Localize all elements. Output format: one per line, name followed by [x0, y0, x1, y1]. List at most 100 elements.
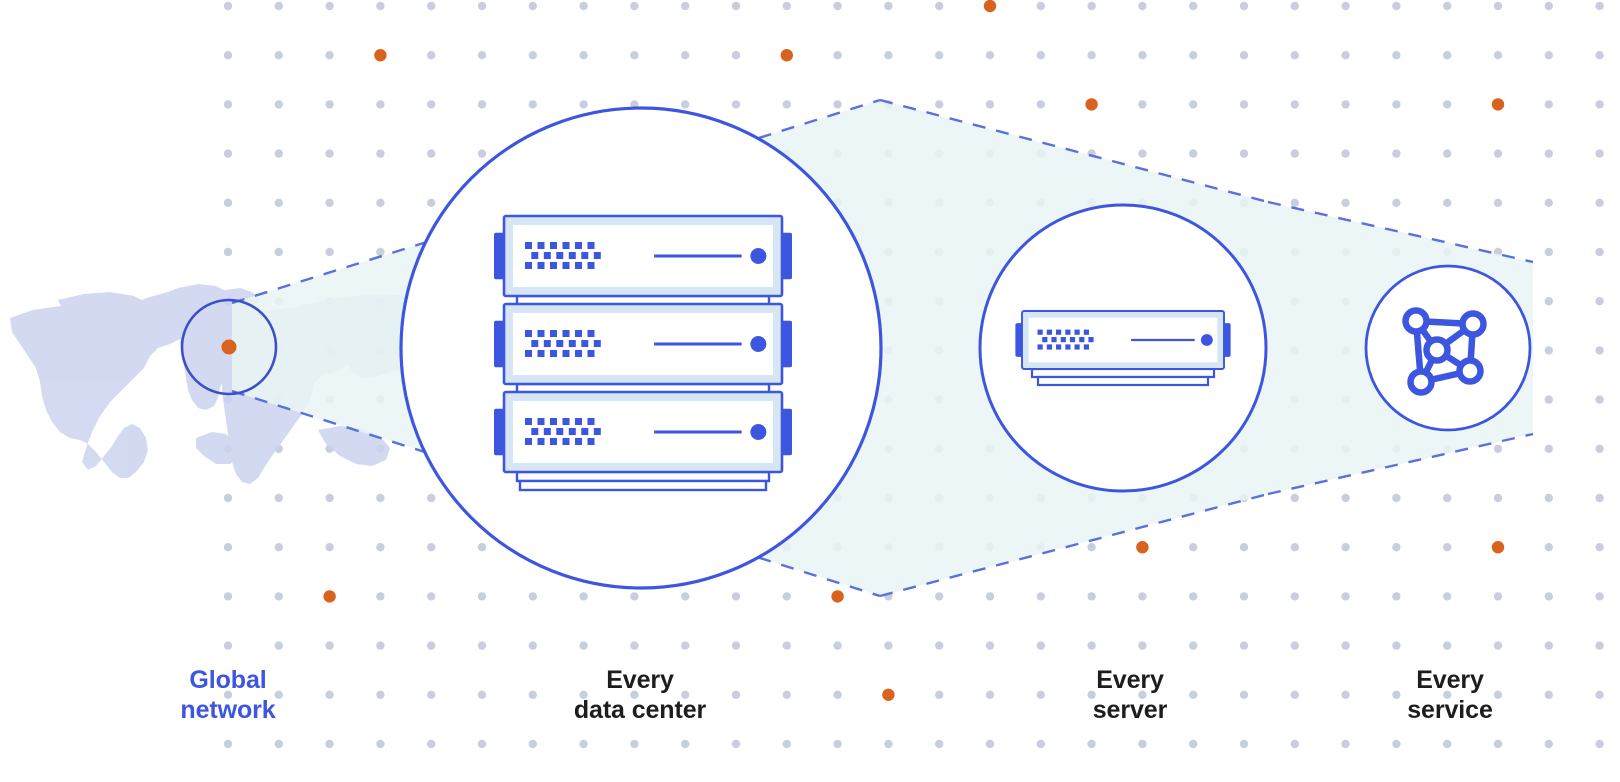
rack-unit-1-vent-square	[562, 262, 570, 269]
single-server-status-led-icon	[1200, 334, 1213, 346]
service-graph-node-top-right	[1459, 310, 1487, 338]
grid-dot	[681, 641, 690, 650]
grid-dot	[223, 641, 233, 650]
grid-dot	[1290, 149, 1300, 158]
single-server-vent-square	[1069, 337, 1076, 343]
grid-dot	[376, 690, 385, 699]
grid-dot	[1239, 739, 1249, 749]
grid-dot	[427, 1, 436, 11]
grid-dot	[681, 739, 690, 749]
rack-unit-1-vent-square	[525, 262, 532, 269]
grid-dot	[1392, 198, 1401, 207]
grid-dot	[1595, 739, 1604, 749]
grid-dot	[884, 51, 893, 60]
rack-unit-1-vent-square	[587, 242, 595, 249]
grid-dot	[985, 592, 995, 601]
single-server-vent-square	[1056, 329, 1062, 335]
rack-unit-3-vent-square	[581, 428, 589, 435]
grid-dot	[376, 100, 385, 109]
grid-dot	[1341, 493, 1350, 503]
grid-dot	[1087, 1, 1096, 11]
rack-unit-3-vent-square	[550, 418, 557, 425]
grid-dot	[1239, 51, 1249, 60]
grid-dot	[1544, 346, 1554, 355]
grid-dot	[427, 641, 436, 650]
grid-dot	[274, 493, 283, 503]
grid-dot	[1443, 51, 1452, 60]
grid-dot	[1443, 493, 1452, 503]
grid-dot	[1544, 1, 1554, 11]
grid-dot	[731, 1, 741, 11]
single-server-vent-square	[1065, 344, 1071, 350]
grid-dot	[274, 100, 283, 109]
grid-dot	[1138, 149, 1147, 158]
grid-dot-accent	[780, 49, 793, 62]
rack-unit-2-vent-square	[587, 330, 595, 337]
grid-dot	[1595, 247, 1604, 257]
grid-dot	[1290, 739, 1300, 749]
single-server-plinth	[1030, 367, 1216, 379]
grid-dot	[1392, 739, 1401, 749]
rack-unit-3-vent-square	[525, 438, 532, 445]
grid-dot	[731, 592, 741, 601]
grid-dot	[1544, 149, 1554, 158]
grid-dot	[1595, 149, 1604, 158]
service-graph-node-bottom-left	[1407, 368, 1435, 396]
rack-unit-2-vent-square	[593, 340, 601, 347]
rack-unit-1-vent-square	[568, 252, 576, 259]
grid-dot	[579, 100, 588, 109]
grid-dot	[731, 641, 741, 650]
rack-unit-1-vent-square	[525, 242, 532, 249]
grid-dot	[782, 592, 791, 601]
grid-dot	[274, 247, 283, 257]
grid-dot	[376, 641, 385, 650]
grid-dot	[376, 543, 385, 552]
grid-dot	[1036, 51, 1046, 60]
grid-dot	[1595, 198, 1604, 207]
grid-dot	[1544, 493, 1554, 503]
grid-dot	[1493, 690, 1503, 699]
rack-unit-3-vent-square	[525, 418, 532, 425]
grid-dot	[681, 100, 690, 109]
grid-dot	[1392, 690, 1401, 699]
grid-dot	[1290, 641, 1300, 650]
rack-unit-3-status-led-icon	[750, 424, 767, 440]
grid-dot	[833, 1, 842, 11]
rack-unit-2-vent-square	[562, 350, 570, 357]
single-server-vent-square	[1060, 337, 1066, 343]
rack-unit-1-vent-square	[575, 242, 582, 249]
rack-unit-3-vent-square	[587, 438, 595, 445]
rack-unit-2-vent-square	[550, 350, 557, 357]
grid-dot	[731, 739, 741, 749]
grid-dot	[1595, 346, 1604, 355]
grid-dot	[1443, 1, 1452, 11]
single-server-base	[1036, 375, 1210, 387]
grid-dot	[1595, 641, 1604, 650]
grid-dot	[1595, 100, 1604, 109]
grid-dot	[579, 641, 588, 650]
rack-unit-1-vent-square	[537, 242, 545, 249]
grid-dot	[427, 198, 436, 207]
grid-dot	[833, 100, 842, 109]
grid-dot	[833, 51, 842, 60]
grid-dot	[1493, 739, 1503, 749]
grid-dot	[681, 690, 690, 699]
grid-dot	[1239, 641, 1249, 650]
grid-dot	[528, 1, 537, 11]
rack-unit-3-vent-square	[562, 418, 570, 425]
grid-dot	[223, 149, 233, 158]
grid-dot	[782, 100, 791, 109]
single-server-vent-square	[1056, 344, 1062, 350]
grid-dot	[1392, 149, 1401, 158]
single-server-vent-square	[1074, 329, 1080, 335]
grid-dot	[1290, 198, 1300, 207]
grid-dot	[223, 198, 233, 207]
grid-dot	[1087, 51, 1096, 60]
grid-dot	[731, 690, 741, 699]
grid-dot	[1392, 641, 1401, 650]
grid-dot	[1290, 493, 1300, 503]
grid-dot	[1341, 1, 1350, 11]
rack-unit-2-vent-square	[550, 330, 557, 337]
grid-dot-accent	[983, 0, 997, 13]
rack-unit-1-vent-square	[531, 252, 539, 259]
